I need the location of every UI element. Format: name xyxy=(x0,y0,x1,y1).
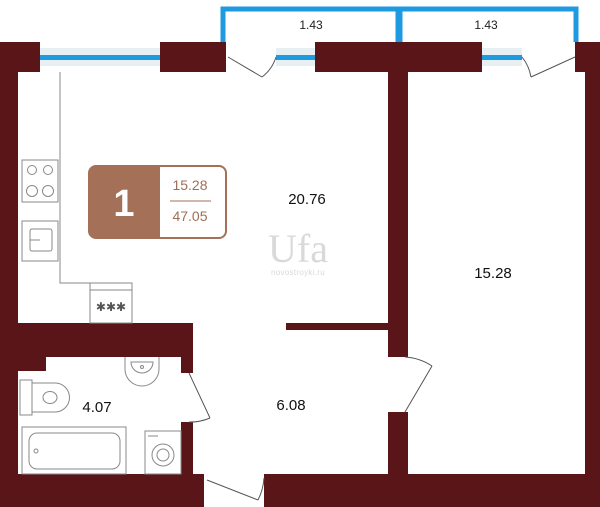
wall-bottom-right xyxy=(264,474,600,507)
kitchen: ✱✱✱ xyxy=(21,72,133,324)
windows xyxy=(40,48,522,66)
toilet-icon xyxy=(19,379,70,416)
balcony-right-outline xyxy=(397,6,579,42)
wall-partition-upper xyxy=(388,42,408,357)
balcony-door-left xyxy=(227,56,277,78)
badge-total-area: 47.05 xyxy=(172,208,207,224)
wall-left xyxy=(0,42,18,507)
badge-living-area: 15.28 xyxy=(172,177,207,193)
wall-bathroom-right-lower xyxy=(181,422,193,482)
window-left xyxy=(40,48,160,66)
wall-bathroom-top xyxy=(0,323,193,357)
bathroom-door xyxy=(188,372,211,423)
washing-machine-icon xyxy=(144,430,182,475)
balcony-right xyxy=(397,6,579,42)
window-center xyxy=(276,48,315,66)
watermark: Ufa novostroyki.ru xyxy=(268,226,328,277)
badge-room-count: 1 xyxy=(113,183,134,225)
wall-hallway-stub xyxy=(286,323,388,330)
wall-bottom-left xyxy=(0,474,204,507)
stove-icon xyxy=(21,159,59,203)
badge-fill xyxy=(89,166,160,238)
living-room-area-label: 20.76 xyxy=(288,191,326,208)
watermark-site: novostroyki.ru xyxy=(271,268,325,277)
walls xyxy=(0,42,600,507)
room-count-badge: 1 15.28 47.05 xyxy=(88,165,227,239)
bedroom-door xyxy=(404,356,433,413)
wall-bathroom-corner xyxy=(18,357,46,371)
doors xyxy=(188,56,576,501)
balcony-left-area-label: 1.43 xyxy=(299,18,323,32)
hallway-area-label: 6.08 xyxy=(276,397,305,414)
washbasin-icon xyxy=(124,357,160,387)
watermark-logo: Ufa xyxy=(268,226,328,271)
wall-top-mid-left xyxy=(160,42,226,72)
wall-right xyxy=(585,42,600,507)
balcony-right-area-label: 1.43 xyxy=(474,18,498,32)
bathroom-area-label: 4.07 xyxy=(82,399,111,416)
svg-text:✱✱✱: ✱✱✱ xyxy=(96,300,126,314)
bathroom-fixtures xyxy=(19,357,182,475)
window-right xyxy=(482,48,522,66)
kitchen-sink-icon xyxy=(21,220,59,262)
bedroom-area-label: 15.28 xyxy=(474,265,512,282)
oven-icon: ✱✱✱ xyxy=(89,282,133,324)
entrance-door xyxy=(206,477,265,501)
balcony-door-right xyxy=(521,56,576,78)
wall-partition-lower xyxy=(388,412,408,482)
bathtub-icon xyxy=(21,426,127,475)
wall-bathroom-right-upper xyxy=(181,323,193,373)
